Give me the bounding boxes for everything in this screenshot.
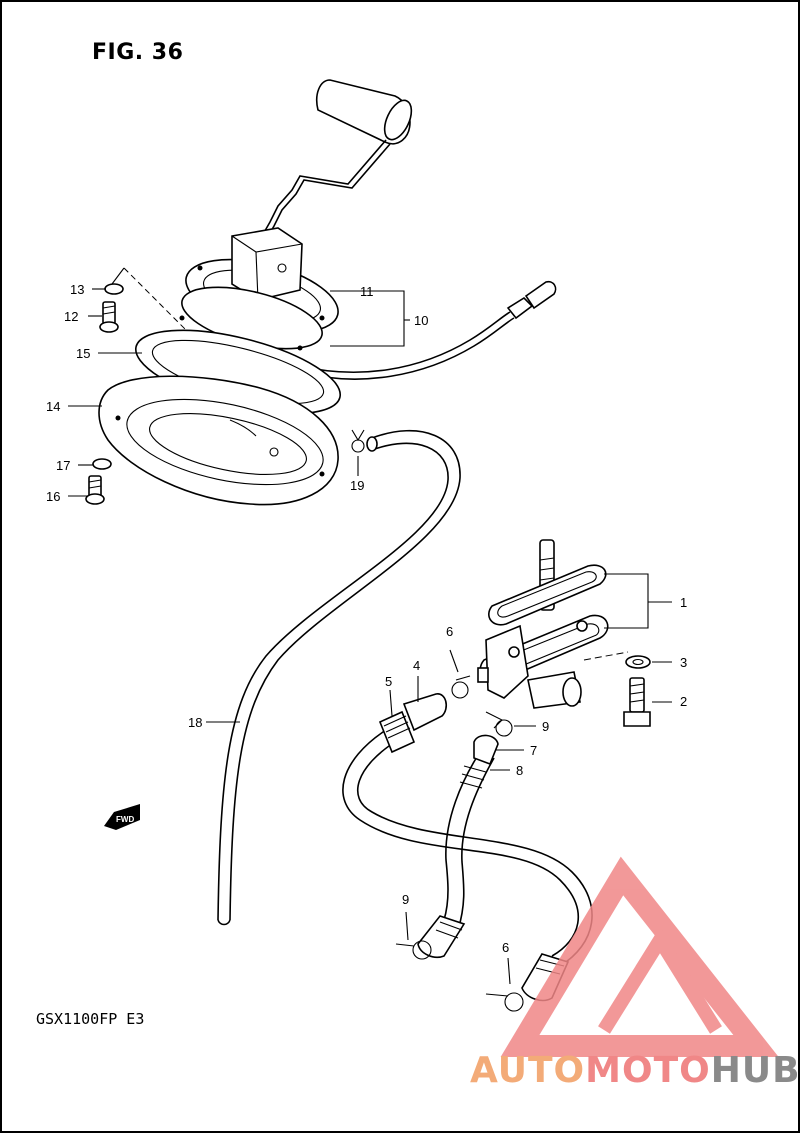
float-arm-rod-outline [265,143,391,241]
watermark-hub: HUB [710,1050,800,1091]
fuel-cock-valve [477,539,609,709]
watermark-auto: AUTO [470,1050,586,1091]
label-part-17: 17 [56,458,70,473]
fwd-label: FWD [116,815,134,824]
fuel-hose-secondary [417,734,499,959]
label-part-6-upper: 6 [446,624,453,639]
float-arm-rod [261,139,387,237]
label-part-8: 8 [516,763,523,778]
watermark-text: AUTOMOTOHUB [470,1050,800,1091]
watermark-moto: MOTO [585,1050,711,1091]
label-part-13: 13 [70,282,84,297]
breather-hose [217,429,461,926]
washer-17 [92,458,112,470]
washer-3 [625,655,651,669]
figure-title: FIG. 36 [92,40,184,65]
label-part-4: 4 [413,658,420,673]
label-part-18: 18 [188,715,202,730]
label-part-14: 14 [46,399,60,414]
label-part-19: 19 [350,478,364,493]
bolt-2 [623,677,651,727]
bolt-16 [85,475,105,505]
label-part-2: 2 [680,694,687,709]
label-part-9-upper: 9 [542,719,549,734]
label-part-12: 12 [64,309,78,324]
model-code-label: GSX1100FP E3 [36,1010,145,1028]
label-part-3: 3 [680,655,687,670]
hose-clip-9-upper [485,711,513,737]
label-part-11: 11 [360,284,374,299]
washer-13 [104,283,124,295]
label-part-10: 10 [414,313,428,328]
fuel-level-float [315,79,413,145]
label-part-15: 15 [76,346,90,361]
label-part-6-lower: 6 [502,940,509,955]
hose-clip-6-upper [449,649,471,699]
fuel-hose-main [342,693,593,1002]
bolt-12 [99,301,119,333]
gauge-mount-plate [98,375,339,506]
label-part-5: 5 [385,674,392,689]
watermark-logo-mark [500,856,779,1057]
gauge-wiring-lead [299,280,557,380]
forward-direction-arrow: FWD [104,804,140,830]
label-part-9-lower: 9 [402,892,409,907]
label-part-7: 7 [530,743,537,758]
leader-lines [68,288,672,771]
hose-clip-19 [351,429,365,453]
hose-clip-6-lower [485,957,524,1012]
label-part-16: 16 [46,489,60,504]
label-part-1: 1 [680,595,687,610]
hose-clip-9-lower [395,911,432,960]
